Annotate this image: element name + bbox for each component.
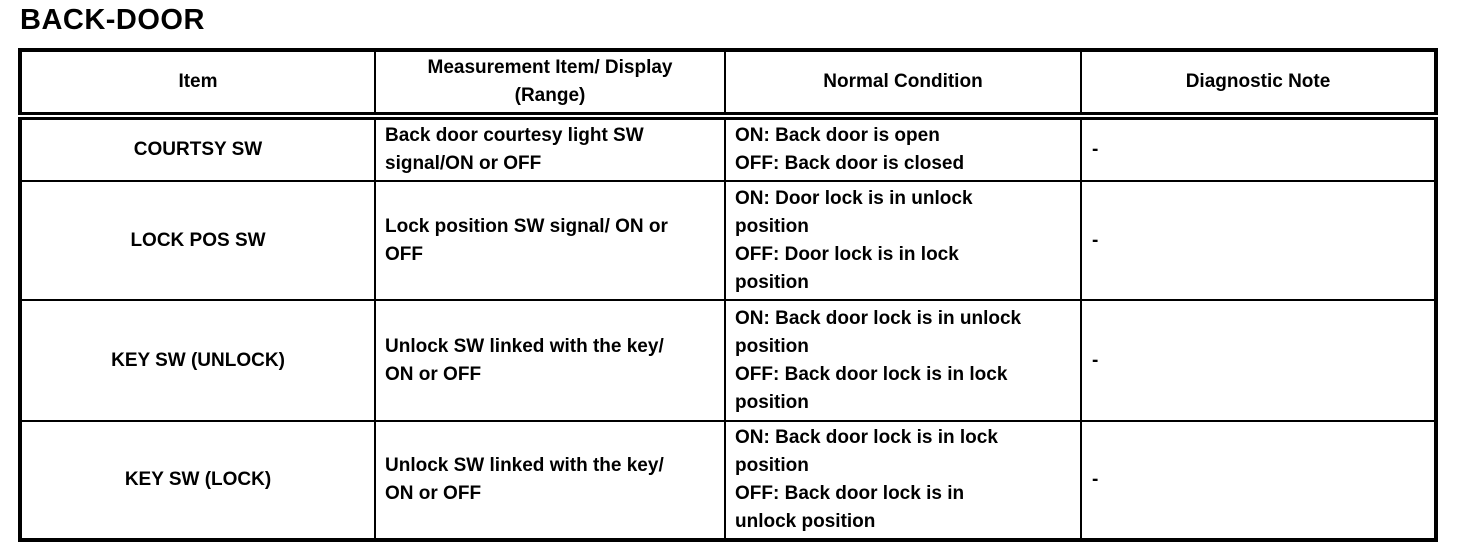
table-row-courtsy-sw: COURTSY SW Back door courtesy light SW s… [19,115,1437,182]
diagnostic-note-cell: - [1080,420,1437,541]
item-cell: COURTSY SW [19,115,376,182]
table-row-lock-pos-sw: LOCK POS SW Lock position SW signal/ ON … [19,180,1437,301]
measurement-cell: Unlock SW linked with the key/ ON or OFF [374,299,726,422]
measurement-cell: Back door courtesy light SW signal/ON or… [374,115,726,182]
back-door-data-table: Item Measurement Item/ Display (Range) N… [18,48,1438,542]
normal-condition-cell: ON: Back door lock is in lock position O… [724,420,1082,541]
header-row: Item Measurement Item/ Display (Range) N… [19,49,1437,120]
page-title: BACK-DOOR [20,4,205,36]
measurement-cell: Unlock SW linked with the key/ ON or OFF [374,420,726,541]
item-cell: KEY SW (UNLOCK) [19,299,376,422]
diagnostic-note-cell: - [1080,180,1437,301]
measurement-cell: Lock position SW signal/ ON or OFF [374,180,726,301]
diagnostic-note-cell: - [1080,115,1437,182]
normal-condition-cell: ON: Back door lock is in unlock position… [724,299,1082,422]
item-cell: LOCK POS SW [19,180,376,301]
item-cell: KEY SW (LOCK) [19,420,376,541]
table-row-key-sw-unlock: KEY SW (UNLOCK) Unlock SW linked with th… [19,299,1437,422]
table-row-key-sw-lock: KEY SW (LOCK) Unlock SW linked with the … [19,420,1437,541]
diagnostic-note-cell: - [1080,299,1437,422]
column-header-measurement: Measurement Item/ Display (Range) [374,49,726,120]
column-header-item: Item [19,49,376,120]
normal-condition-cell: ON: Door lock is in unlock position OFF:… [724,180,1082,301]
column-header-diagnostic-note: Diagnostic Note [1080,49,1437,120]
normal-condition-cell: ON: Back door is open OFF: Back door is … [724,115,1082,182]
column-header-normal-condition: Normal Condition [724,49,1082,120]
